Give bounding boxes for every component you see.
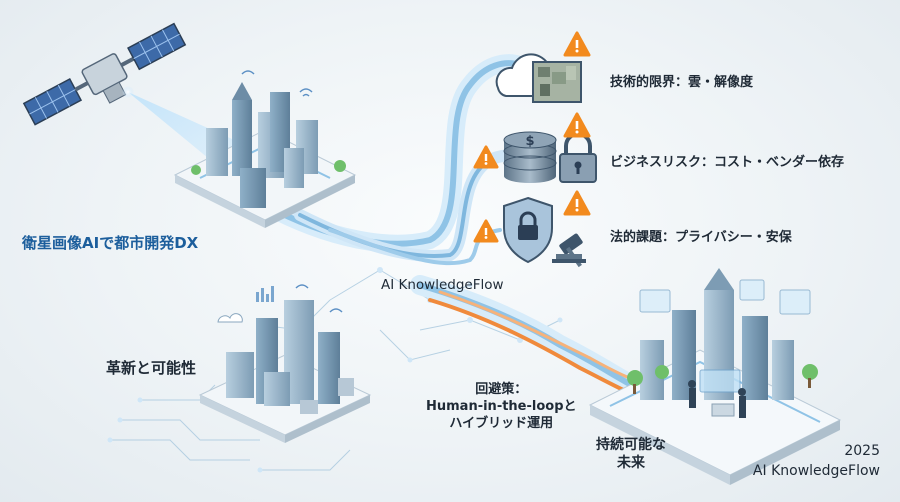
mitigation-line-1: 回避策： bbox=[475, 382, 528, 397]
shield-lock-icon bbox=[503, 196, 553, 264]
cloud-image-icon bbox=[495, 53, 582, 103]
center-brand-label: AI KnowledgeFlow bbox=[381, 277, 504, 293]
mitigation-line-2: Human-in-the-loopと bbox=[426, 399, 577, 414]
satellite-dx-title: 衛星画像AIで都市開発DX bbox=[22, 234, 199, 252]
smart-city-platform-top bbox=[173, 70, 357, 228]
footer-credit: 2025 AI KnowledgeFlow bbox=[753, 441, 880, 481]
sustainable-future-label: 持続可能な 未来 bbox=[596, 436, 666, 472]
warning-icon bbox=[473, 219, 499, 243]
warning-icon bbox=[473, 145, 499, 169]
mitigation-label: 回避策： Human-in-the-loopと ハイブリッド運用 bbox=[426, 381, 577, 432]
footer-brand: AI KnowledgeFlow bbox=[752, 463, 880, 479]
warning-icon bbox=[563, 190, 591, 216]
future-line-2: 未来 bbox=[617, 455, 645, 471]
smart-city-platform-bottom bbox=[198, 284, 372, 443]
data-flow-ribbons bbox=[256, 54, 670, 407]
dollar-coin-stack-icon: $ bbox=[503, 131, 557, 183]
warning-icon bbox=[563, 31, 591, 57]
gavel-icon bbox=[552, 233, 586, 268]
padlock-icon bbox=[559, 132, 597, 183]
warning-icons bbox=[473, 31, 591, 243]
mitigation-line-3: ハイブリッド運用 bbox=[449, 416, 554, 431]
risk-technical-label: 技術的限界：雲・解像度 bbox=[610, 75, 754, 90]
risk-business-label: ビジネスリスク：コスト・ベンダー依存 bbox=[610, 155, 845, 170]
sustainable-city-platform bbox=[588, 268, 842, 485]
future-line-1: 持続可能な bbox=[596, 437, 666, 453]
footer-year: 2025 bbox=[844, 443, 880, 459]
warning-icon bbox=[563, 112, 591, 138]
innovation-label: 革新と可能性 bbox=[106, 359, 197, 377]
risk-legal-label: 法的課題：プライバシー・安保 bbox=[610, 230, 792, 245]
svg-text:$: $ bbox=[525, 134, 534, 149]
